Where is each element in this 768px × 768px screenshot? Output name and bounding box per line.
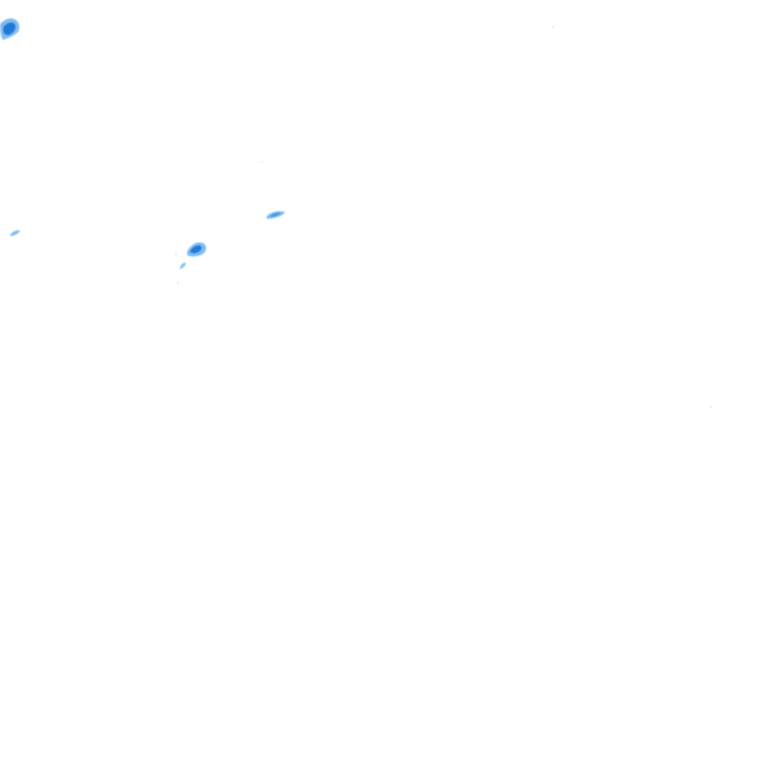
precip-specks: [175, 26, 712, 408]
precip-cell-mid: [180, 242, 207, 269]
precip-cell-center-streak: [266, 211, 285, 219]
precip-cell-top-left: [0, 18, 20, 40]
precip-cell-left-streak: [10, 230, 20, 236]
